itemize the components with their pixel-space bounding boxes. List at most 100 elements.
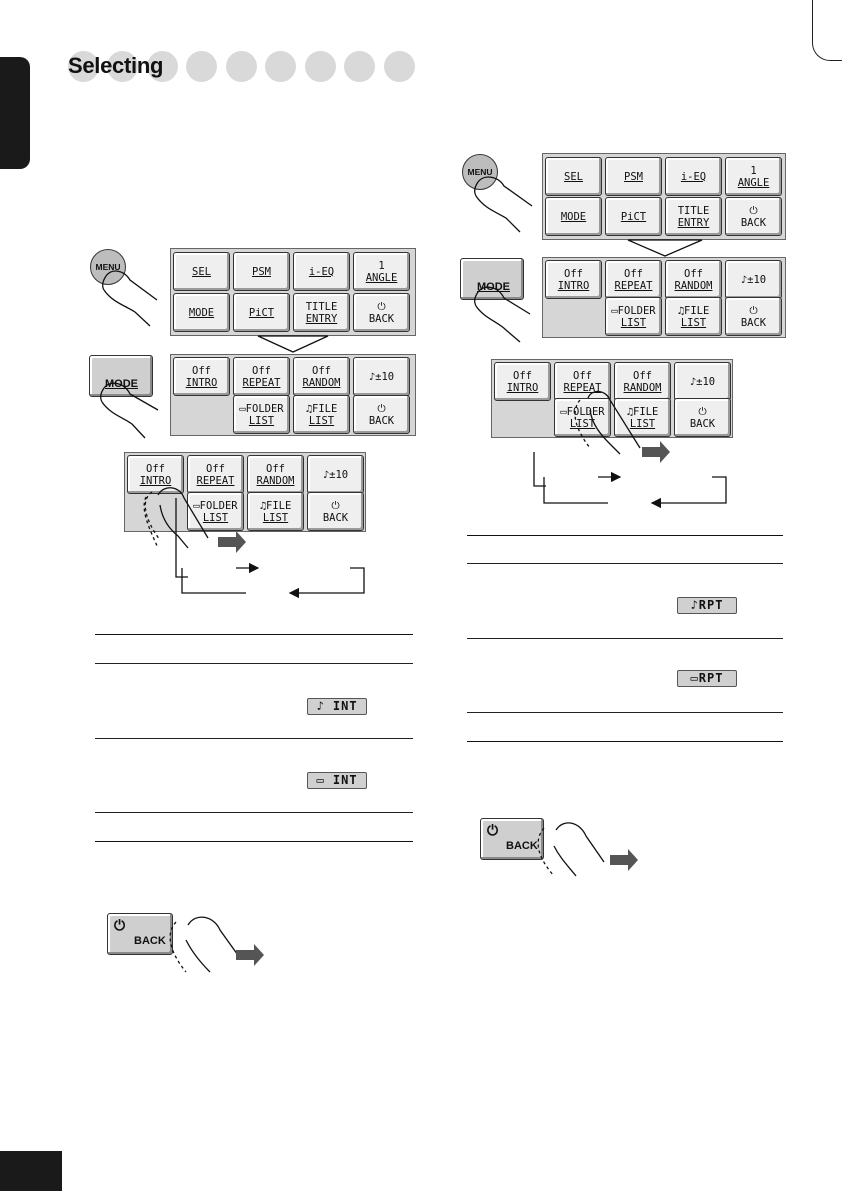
down-arrow-icon [627, 239, 703, 257]
mode-button[interactable]: MODE [460, 258, 524, 300]
table-rule [95, 812, 413, 813]
table-rule [467, 563, 783, 564]
table-rule [467, 712, 783, 713]
back-timer-icon: ⏻ [487, 822, 499, 838]
menu-button[interactable]: MENU [462, 154, 498, 190]
key-back[interactable]: ⏻BACK [725, 297, 782, 336]
key-mode[interactable]: MODE [545, 197, 602, 236]
finger-icon [574, 390, 641, 455]
finger-icon [143, 487, 209, 549]
table-rule [467, 535, 783, 536]
title-dot [226, 51, 257, 82]
finger-icon [169, 916, 241, 973]
table-rule [95, 634, 413, 635]
language-side-tab [0, 57, 30, 169]
table-rule [467, 638, 783, 639]
finger-icon [474, 176, 533, 233]
cycle-line [543, 477, 608, 504]
cycle-line [175, 498, 188, 578]
back-button-label: BACK [134, 935, 166, 947]
folder-intro-indicator: ▭ INT [307, 772, 367, 789]
page-corner-mark [812, 0, 842, 61]
cycle-line [533, 452, 546, 487]
key-pict[interactable]: PiCT [605, 197, 662, 236]
key-skip-10[interactable]: ♪±10 [353, 357, 410, 396]
key-back[interactable]: ⏻BACK [674, 398, 731, 437]
key-sel[interactable]: SEL [173, 252, 230, 291]
key-back[interactable]: ⏻BACK [353, 395, 410, 434]
key-back[interactable]: ⏻BACK [725, 197, 782, 236]
motion-arrow-icon [218, 531, 246, 553]
key-back[interactable]: ⏻BACK [307, 492, 364, 531]
table-rule [95, 841, 413, 842]
title-dot [265, 51, 296, 82]
title-dot [107, 51, 138, 82]
title-dot [344, 51, 375, 82]
back-button[interactable]: ⏻ BACK [107, 913, 173, 955]
menu-button[interactable]: MENU [90, 249, 126, 285]
key-psm[interactable]: PSM [233, 252, 290, 291]
motion-arrow-icon [236, 944, 264, 966]
key-ieq[interactable]: i-EQ [293, 252, 350, 291]
title-dot [147, 51, 178, 82]
back-button-label: BACK [506, 840, 538, 852]
back-button[interactable]: ⏻ BACK [480, 818, 544, 860]
cycle-line [181, 568, 246, 594]
finger-icon [100, 382, 159, 439]
menu-button-label: MENU [467, 167, 493, 177]
key-ieq[interactable]: i-EQ [665, 157, 722, 196]
folder-repeat-indicator: ▭RPT [677, 670, 737, 687]
motion-arrow-icon [642, 441, 670, 463]
cycle-line [650, 476, 727, 509]
title-dot [68, 51, 99, 82]
table-rule [95, 663, 413, 664]
page-title: Selecting [68, 53, 164, 78]
table-rule [467, 741, 783, 742]
key-psm[interactable]: PSM [605, 157, 662, 196]
mode-button[interactable]: MODE [89, 355, 153, 397]
finger-icon [102, 270, 158, 327]
table-rule [95, 738, 413, 739]
key-skip-10[interactable]: ♪±10 [307, 455, 364, 494]
motion-arrow-icon [610, 849, 638, 871]
down-arrow-icon [257, 335, 329, 353]
key-back[interactable]: ⏻BACK [353, 293, 410, 332]
track-intro-indicator: ♪ INT [307, 698, 367, 715]
key-mode[interactable]: MODE [173, 293, 230, 332]
title-dot [305, 51, 336, 82]
back-timer-icon: ⏻ [114, 917, 126, 933]
finger-icon [474, 286, 531, 343]
mode-button-label: MODE [477, 281, 510, 293]
page-number-tab [0, 1151, 62, 1191]
menu-button-label: MENU [95, 262, 121, 272]
key-pict[interactable]: PiCT [233, 293, 290, 332]
key-sel[interactable]: SEL [545, 157, 602, 196]
